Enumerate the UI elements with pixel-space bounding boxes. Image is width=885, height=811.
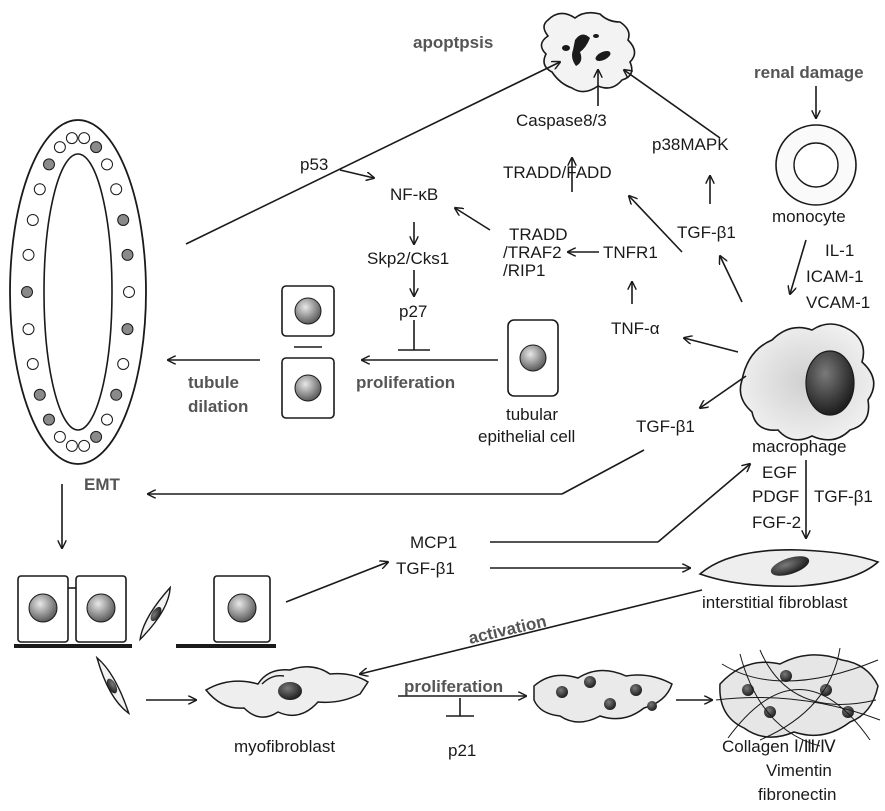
label-tnfr1: TNFR1 bbox=[603, 243, 658, 262]
label-icam1: ICAM-1 bbox=[806, 267, 864, 286]
label-tubule: tubule bbox=[188, 373, 239, 392]
interstitial-fibroblast-icon bbox=[700, 550, 878, 586]
tubule-cell-nucleus bbox=[118, 215, 129, 226]
label-dilation: dilation bbox=[188, 397, 248, 416]
tubule-cell-nucleus bbox=[44, 159, 55, 170]
tubule-cell-nucleus bbox=[66, 133, 77, 144]
label-pdgf: PDGF bbox=[752, 487, 799, 506]
tubular-epithelial-cell-icon bbox=[508, 320, 558, 396]
label-fibronectin: fibronectin bbox=[758, 785, 836, 804]
tubule-cell-nucleus bbox=[22, 287, 33, 298]
label-renal-damage: renal damage bbox=[754, 63, 864, 82]
label-tgfb1-side: TGF-β1 bbox=[814, 487, 873, 506]
proliferating-cells-icon bbox=[282, 286, 334, 418]
tubule-cell-nucleus bbox=[54, 431, 65, 442]
label-activation: activation bbox=[467, 612, 549, 648]
label-tradd: TRADD bbox=[509, 225, 568, 244]
myofibroblast-icon bbox=[206, 667, 368, 717]
tubule-cell-nucleus bbox=[79, 440, 90, 451]
label-nfkb: NF-κB bbox=[390, 185, 438, 204]
label-mcp1: MCP1 bbox=[410, 533, 457, 552]
tubule-cell-nucleus bbox=[111, 389, 122, 400]
label-p53: p53 bbox=[300, 155, 328, 174]
label-monocyte: monocyte bbox=[772, 207, 846, 226]
label-tgfb1-lower: TGF-β1 bbox=[396, 559, 455, 578]
tubule-cell-nucleus bbox=[118, 359, 129, 370]
extracellular-matrix-icon bbox=[716, 648, 880, 746]
label-p38mapk: p38MAPK bbox=[652, 135, 729, 154]
label-proliferation-upper: proliferation bbox=[356, 373, 455, 392]
tubule-cell-nucleus bbox=[34, 389, 45, 400]
tubule-cell-nucleus bbox=[66, 440, 77, 451]
label-apoptosis: apoptpsis bbox=[413, 33, 493, 52]
label-p21: p21 bbox=[448, 741, 476, 760]
tubule-cell-nucleus bbox=[23, 324, 34, 335]
tubule-cell-nucleus bbox=[91, 142, 102, 153]
label-fgf2: FGF-2 bbox=[752, 513, 801, 532]
label-rip1: /RIP1 bbox=[503, 261, 546, 280]
tubule-cell-nucleus bbox=[27, 215, 38, 226]
tubule-cell-nucleus bbox=[122, 249, 133, 260]
label-myofibroblast: myofibroblast bbox=[234, 737, 335, 756]
apoptotic-cell-icon bbox=[541, 13, 634, 92]
macrophage-cell-icon bbox=[740, 324, 873, 440]
label-skp2-cks1: Skp2/Cks1 bbox=[367, 249, 449, 268]
label-traf2: /TRAF2 bbox=[503, 243, 562, 262]
label-tradd-fadd: TRADD/FADD bbox=[503, 163, 612, 182]
tubule-cell-nucleus bbox=[122, 324, 133, 335]
tubule-cell-nucleus bbox=[54, 142, 65, 153]
label-tgfb1-upper: TGF-β1 bbox=[677, 223, 736, 242]
label-collagen: Collagen Ⅰ/Ⅲ/Ⅳ bbox=[722, 737, 836, 756]
label-epithelial-cell: epithelial cell bbox=[478, 427, 575, 446]
tubule-cell-nucleus bbox=[34, 184, 45, 195]
tubule-cell-nucleus bbox=[91, 431, 102, 442]
tubule-cell-nucleus bbox=[79, 133, 90, 144]
monocyte-cell-icon bbox=[776, 125, 856, 205]
label-p27: p27 bbox=[399, 302, 427, 321]
label-proliferation-lower: proliferation bbox=[404, 677, 503, 696]
tubule-cell-nucleus bbox=[102, 159, 113, 170]
tubule-cell-nucleus bbox=[102, 414, 113, 425]
label-tgfb1-middle: TGF-β1 bbox=[636, 417, 695, 436]
label-macrophage: macrophage bbox=[752, 437, 847, 456]
label-interstitial-fibroblast: interstitial fibroblast bbox=[702, 593, 848, 612]
label-tubular: tubular bbox=[506, 405, 558, 424]
tubule-cell-nucleus bbox=[44, 414, 55, 425]
tubule-cell-nucleus bbox=[27, 359, 38, 370]
label-vimentin: Vimentin bbox=[766, 761, 832, 780]
label-egf: EGF bbox=[762, 463, 797, 482]
label-il1: IL-1 bbox=[825, 241, 854, 260]
myofibroblast-cluster-icon bbox=[534, 670, 672, 722]
tubule-ring-icon bbox=[10, 120, 146, 464]
label-caspase: Caspase8/3 bbox=[516, 111, 607, 130]
tubule-cell-nucleus bbox=[111, 184, 122, 195]
label-emt: EMT bbox=[84, 475, 121, 494]
tubule-cell-nucleus bbox=[124, 287, 135, 298]
label-vcam1: VCAM-1 bbox=[806, 293, 870, 312]
tubule-cell-nucleus bbox=[23, 249, 34, 260]
label-tnfa: TNF-α bbox=[611, 319, 660, 338]
